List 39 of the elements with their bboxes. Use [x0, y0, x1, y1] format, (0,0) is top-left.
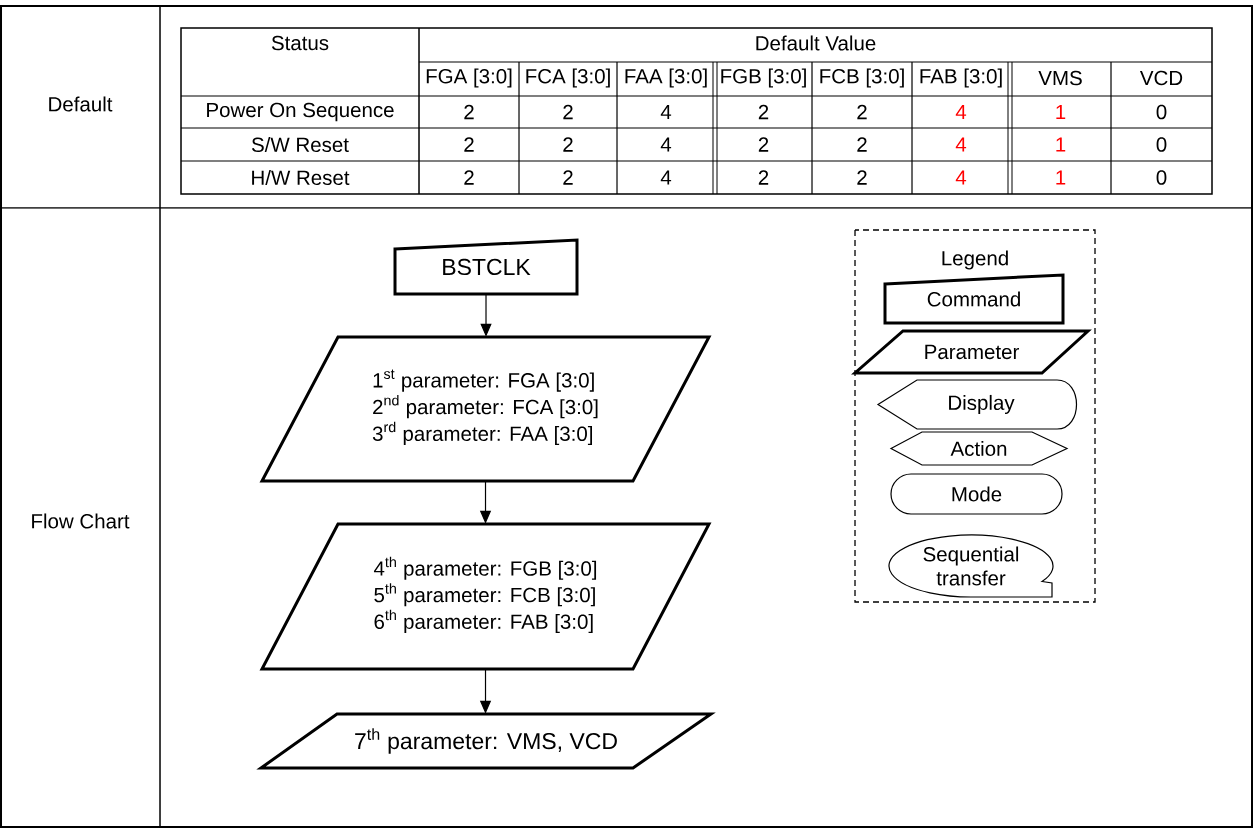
column-header: VCD	[1139, 70, 1183, 86]
table-value: 2	[857, 104, 867, 120]
table-value: 2	[464, 170, 474, 185]
table-value: 4	[955, 104, 967, 120]
column-header: FCB [3:0]	[820, 68, 904, 88]
table-value: 2	[563, 170, 573, 185]
table-value: 4	[955, 170, 967, 185]
row-label: H/W Reset	[252, 169, 350, 185]
table-value: 2	[857, 170, 867, 185]
section-label: Flow Chart	[32, 513, 130, 529]
column-header: VMS	[1038, 70, 1082, 86]
column-header: FGB [3:0]	[721, 68, 806, 88]
table-value: 2	[464, 104, 474, 120]
column-header: FAB [3:0]	[920, 68, 1002, 88]
table-value: 1	[1056, 104, 1066, 120]
column-header: FGA [3:0]	[426, 68, 512, 88]
table-value: 4	[660, 170, 672, 185]
column-header: Default Value	[756, 35, 876, 51]
table-value: 1	[1056, 170, 1066, 185]
table-value: 2	[758, 170, 769, 185]
table-value: 4	[660, 104, 672, 120]
section-label: Default	[49, 96, 113, 112]
table-value: 4	[955, 137, 967, 152]
row-label: Power On Sequence	[207, 102, 394, 122]
table-value: 4	[660, 137, 672, 152]
table-value: 0	[1156, 137, 1167, 152]
table-value: 2	[758, 137, 769, 152]
table-value: 2	[758, 104, 769, 120]
table-value: 1	[1056, 137, 1066, 152]
column-header: FCA [3:0]	[526, 68, 610, 88]
table-value: 0	[1156, 170, 1167, 185]
table-value: 2	[563, 137, 573, 152]
column-header: Status	[271, 35, 329, 51]
table-value: 2	[857, 137, 867, 152]
table-value: 2	[563, 104, 573, 120]
row-label: S/W Reset	[251, 136, 349, 152]
table-value: 0	[1156, 104, 1167, 120]
column-header: FAA [3:0]	[625, 68, 707, 88]
table-value: 2	[464, 137, 474, 152]
